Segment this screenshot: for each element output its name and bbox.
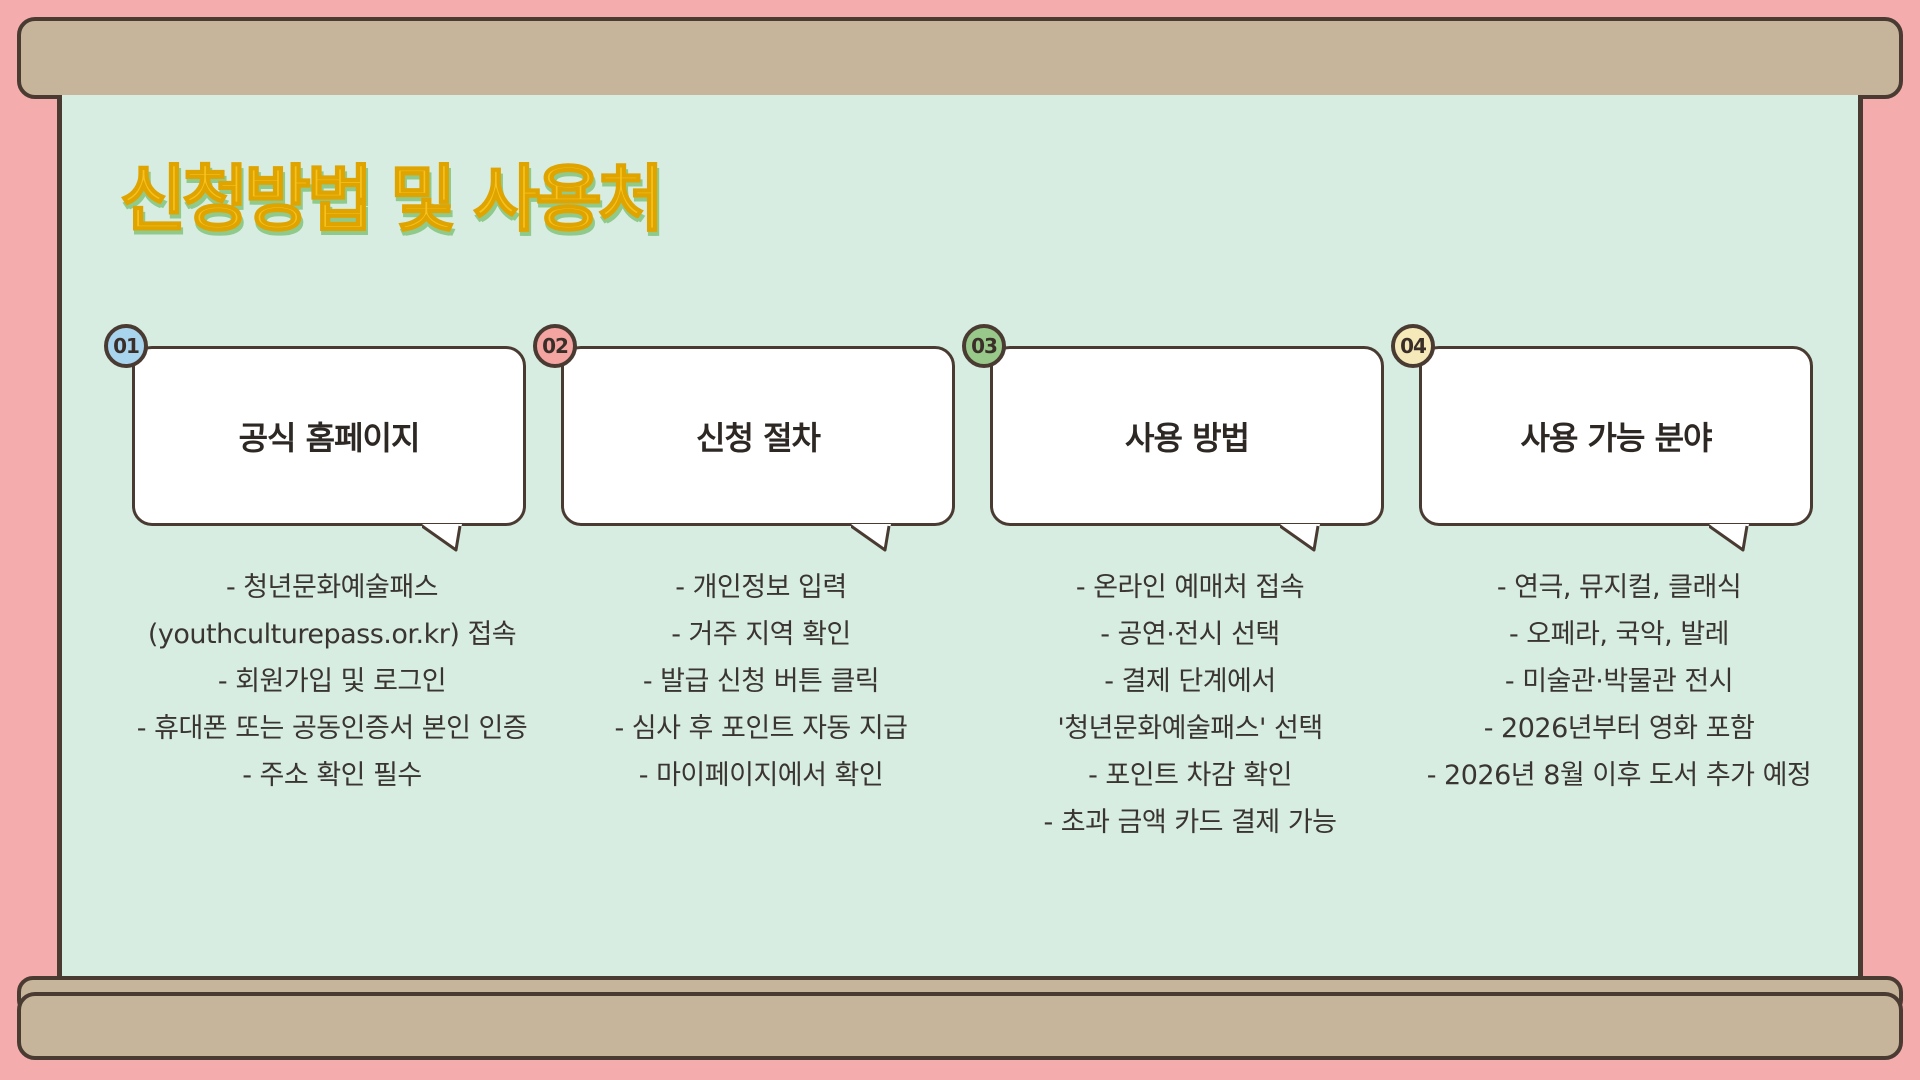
list-item: - 회원가입 및 로그인: [217, 666, 447, 697]
list-item: - 공연·전시 선택: [1100, 619, 1280, 650]
step-heading: 사용 방법: [990, 346, 1384, 526]
step-heading: 사용 가능 분야: [1419, 346, 1813, 526]
list-item: - 휴대폰 또는 공동인증서 본인 인증: [136, 713, 528, 744]
step-number-badge: 02: [533, 324, 577, 368]
list-item: - 미술관·박물관 전시: [1504, 666, 1734, 697]
step-heading: 공식 홈페이지: [132, 346, 526, 526]
step-item-list: - 청년문화예술패스 (youthculturepass.or.kr) 접속 -…: [92, 564, 572, 799]
scroll-board: [57, 95, 1863, 985]
speech-bubble-tail-icon: [1280, 524, 1320, 552]
list-item: - 오페라, 국악, 발레: [1508, 619, 1730, 650]
step-heading: 신청 절차: [561, 346, 955, 526]
step-number-badge: 04: [1391, 324, 1435, 368]
list-item: - 주소 확인 필수: [242, 760, 422, 791]
step-number-badge: 03: [962, 324, 1006, 368]
speech-bubble-tail-icon: [422, 524, 462, 552]
list-item: - 초과 금액 카드 결제 가능: [1043, 807, 1337, 838]
list-item: (youthculturepass.or.kr) 접속: [147, 619, 517, 650]
list-item: - 발급 신청 버튼 클릭: [642, 666, 880, 697]
list-item: - 심사 후 포인트 자동 지급: [614, 713, 908, 744]
step-item-list: - 온라인 예매처 접속 - 공연·전시 선택 - 결제 단계에서 '청년문화예…: [950, 564, 1430, 846]
page-title: 신청방법 및 사용처: [119, 156, 665, 242]
list-item: - 온라인 예매처 접속: [1075, 572, 1305, 603]
scroll-rod-bottom: [17, 992, 1903, 1060]
scroll-rod-top: [17, 17, 1903, 99]
list-item: - 2026년부터 영화 포함: [1483, 713, 1755, 744]
speech-bubble-tail-icon: [1709, 524, 1749, 552]
list-item: - 연극, 뮤지컬, 클래식: [1496, 572, 1742, 603]
step-item-list: - 연극, 뮤지컬, 클래식 - 오페라, 국악, 발레 - 미술관·박물관 전…: [1379, 564, 1859, 799]
list-item: - 결제 단계에서: [1104, 666, 1276, 697]
list-item: - 2026년 8월 이후 도서 추가 예정: [1426, 760, 1812, 791]
step-number-badge: 01: [104, 324, 148, 368]
list-item: '청년문화예술패스' 선택: [1057, 713, 1323, 744]
list-item: - 포인트 차감 확인: [1088, 760, 1292, 791]
list-item: - 청년문화예술패스: [225, 572, 439, 603]
list-item: - 마이페이지에서 확인: [638, 760, 884, 791]
list-item: - 거주 지역 확인: [671, 619, 851, 650]
speech-bubble-tail-icon: [851, 524, 891, 552]
step-item-list: - 개인정보 입력 - 거주 지역 확인 - 발급 신청 버튼 클릭 - 심사 …: [521, 564, 1001, 799]
list-item: - 개인정보 입력: [675, 572, 847, 603]
